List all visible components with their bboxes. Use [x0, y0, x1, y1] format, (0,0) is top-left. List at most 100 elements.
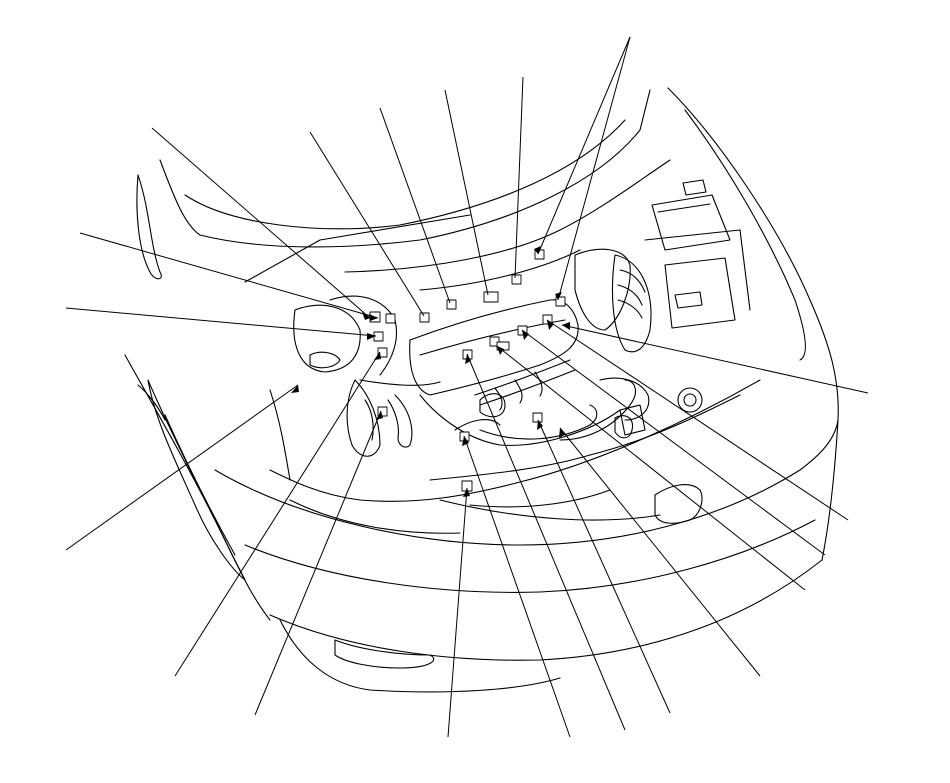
connector	[385, 313, 396, 324]
arrowhead	[537, 420, 543, 430]
hood-panel	[159, 89, 651, 248]
leader-line	[151, 127, 371, 319]
connector	[532, 412, 543, 423]
arrowhead	[369, 314, 378, 321]
battery-terminal	[682, 179, 707, 196]
leader-line	[444, 89, 489, 296]
radiator-support	[269, 379, 761, 502]
connector	[555, 296, 566, 307]
connectors	[369, 249, 566, 492]
ac-line	[359, 379, 441, 386]
connector	[511, 274, 522, 285]
arrowhead	[562, 322, 570, 330]
arrowhead	[547, 320, 554, 330]
ac-compressor	[619, 404, 646, 436]
fuse-box-lid	[674, 291, 703, 309]
connector	[419, 312, 430, 323]
leader-line	[537, 36, 631, 255]
arrowhead	[465, 354, 471, 364]
bumper-crease	[439, 499, 661, 521]
leader-line	[254, 410, 382, 716]
leader-line	[65, 307, 377, 337]
drive-belt	[599, 377, 650, 421]
transmission-detail	[364, 399, 374, 441]
left-wiring	[329, 295, 398, 376]
radiator-cap-inner	[683, 393, 697, 407]
connector	[446, 299, 457, 310]
engine-components	[293, 179, 751, 508]
car-body-outline	[124, 87, 839, 693]
arrowhead	[559, 428, 566, 438]
throttle-body	[479, 393, 506, 418]
windshield-cowl	[344, 159, 671, 273]
reservoir-tank	[293, 304, 361, 373]
cowl-lower	[419, 249, 581, 291]
leader-line	[79, 232, 379, 319]
front-bumper-mid	[244, 519, 816, 593]
harness-front	[469, 489, 611, 508]
coolant-hose	[387, 394, 413, 448]
leader-line	[559, 427, 761, 677]
battery-tray	[644, 229, 751, 311]
hood-prop-rod	[244, 214, 471, 283]
leader-line	[561, 324, 869, 394]
front-crossmember	[429, 394, 741, 481]
arrowhead	[555, 292, 562, 300]
connector	[373, 331, 384, 342]
arrowheads	[291, 246, 570, 497]
arrowhead	[362, 312, 370, 320]
leader-line	[379, 107, 451, 304]
leader-line	[546, 319, 849, 521]
reservoir-cap	[309, 351, 341, 369]
right-fender-inner	[684, 109, 806, 361]
connector	[489, 336, 500, 347]
connector	[377, 406, 388, 417]
arrowhead	[462, 436, 469, 446]
engine-block	[419, 394, 621, 446]
hood-inner-edge	[184, 119, 626, 230]
arrowhead	[534, 246, 541, 254]
connector	[542, 314, 553, 325]
radiator-support-lower	[289, 499, 461, 534]
air-cleaner	[574, 248, 631, 331]
leader-line	[65, 384, 299, 551]
leader-line	[463, 435, 571, 738]
lower-grille	[334, 639, 435, 669]
leader-line	[537, 419, 671, 714]
leader-line	[496, 345, 806, 591]
hood-latch	[614, 415, 634, 439]
leader-line	[447, 487, 468, 738]
battery	[651, 194, 731, 251]
arrowhead	[463, 488, 470, 497]
arrowhead	[522, 330, 529, 340]
left-fender-lower	[137, 384, 166, 421]
leader-line	[514, 76, 524, 279]
left-headlight-inner	[164, 414, 236, 556]
oil-pan	[559, 379, 636, 441]
exhaust-pipe	[479, 404, 598, 440]
leader-line	[309, 131, 425, 317]
intake-manifold	[474, 359, 576, 406]
air-intake-ribs	[617, 269, 646, 319]
leader-lines	[65, 36, 869, 738]
arrowhead	[374, 352, 381, 360]
transmission	[346, 379, 381, 457]
right-fender	[667, 87, 839, 561]
upper-hose	[454, 419, 501, 431]
manifold-runners	[494, 371, 543, 411]
bumper-bottom	[279, 619, 561, 693]
leader-line	[174, 351, 381, 677]
hood-strut	[136, 174, 162, 280]
connector	[377, 347, 388, 358]
front-bumper-lower	[269, 559, 823, 661]
inner-fender-left	[269, 389, 291, 481]
fog-light	[654, 484, 703, 524]
arrowhead	[497, 346, 504, 355]
arrowhead	[367, 333, 376, 340]
left-headlight	[147, 379, 246, 581]
cylinder-head-cover	[409, 299, 579, 396]
arrowhead	[291, 385, 299, 393]
radiator-cap	[677, 387, 703, 413]
air-intake-duct	[611, 254, 652, 353]
